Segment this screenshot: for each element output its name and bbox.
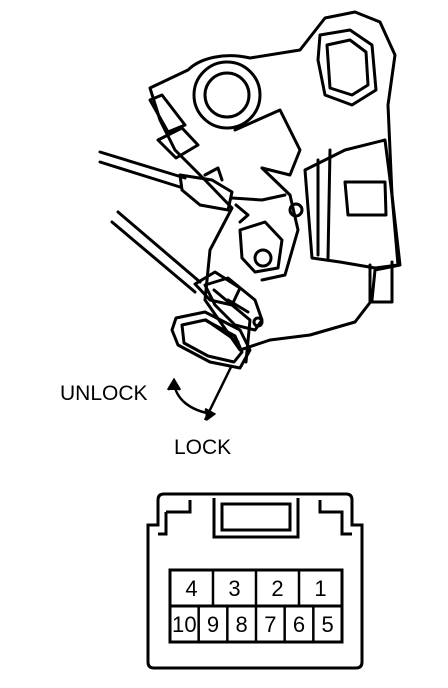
bottom-row-pin-8: 8 bbox=[236, 612, 248, 637]
connector-housing bbox=[146, 492, 364, 670]
top-row-pin-3: 3 bbox=[228, 576, 240, 601]
bottom-row-pin-6: 6 bbox=[293, 612, 305, 637]
connector-inner-wall bbox=[158, 500, 352, 536]
top-row-pin-2: 2 bbox=[271, 576, 283, 601]
lock-label: LOCK bbox=[174, 436, 231, 459]
unlock-label: UNLOCK bbox=[60, 382, 148, 405]
rotation-arrow bbox=[166, 364, 234, 421]
bottom-row-pin-9: 9 bbox=[207, 612, 219, 637]
bottom-row-pin-5: 5 bbox=[322, 612, 334, 637]
bottom-row-pin-7: 7 bbox=[264, 612, 276, 637]
top-row-pin-4: 4 bbox=[185, 576, 197, 601]
bottom-row-pin-10: 10 bbox=[172, 612, 197, 637]
connector-latch bbox=[212, 498, 300, 539]
lock-actuator-illustration bbox=[98, 10, 402, 370]
top-row-pin-1: 1 bbox=[314, 576, 326, 601]
